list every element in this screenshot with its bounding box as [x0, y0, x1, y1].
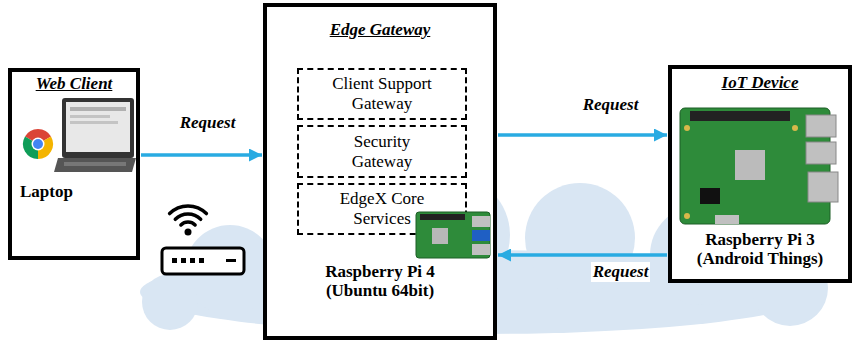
gpio-header	[690, 111, 790, 121]
edge-label: Request	[591, 262, 651, 282]
hdmi-port	[715, 215, 739, 224]
router-body	[162, 248, 244, 274]
request-arrow	[498, 253, 667, 257]
laptop-icon	[54, 98, 136, 172]
device-label: Raspberry Pi 4 (Ubuntu 64bit)	[305, 262, 455, 301]
pcb	[416, 212, 490, 258]
usb-port	[806, 142, 836, 164]
wifi-dot	[185, 229, 192, 236]
mount-hole	[792, 125, 798, 131]
laptop-base	[54, 158, 136, 172]
gateway-box: Edge GatewayRaspberry Pi 4 (Ubuntu 64bit…	[263, 3, 497, 340]
device-label: Laptop	[20, 182, 73, 202]
box-heading: Edge Gateway	[330, 20, 431, 40]
mount-hole	[684, 125, 690, 131]
raspberry-pi-4-board	[416, 212, 490, 258]
raspberry-pi-3-board	[680, 108, 838, 224]
usb-port	[472, 216, 490, 227]
logo-center	[33, 139, 43, 149]
router-light	[181, 258, 186, 263]
cloud-part	[142, 274, 198, 330]
logo-ring	[32, 138, 45, 151]
device-label: Raspberry Pi 3 (Android Things)	[680, 230, 840, 269]
request-arrow	[141, 153, 262, 157]
box-heading: Web Client	[36, 74, 113, 94]
soc-chip	[735, 150, 765, 180]
ethernet-port	[472, 244, 490, 255]
chrome-logo	[23, 129, 53, 159]
gpio-header	[420, 214, 465, 220]
screen-detail	[70, 107, 126, 111]
laptop-keyboard	[64, 162, 126, 166]
router-light	[226, 259, 236, 262]
mount-hole	[684, 213, 690, 219]
soc-chip	[432, 228, 448, 244]
service-label: EdgeX Core Services	[326, 189, 438, 228]
service-box: Client Support Gateway	[297, 68, 467, 120]
wifi-waves	[170, 206, 207, 225]
laptop-screen	[66, 102, 130, 152]
chip	[700, 188, 720, 204]
usb-port	[472, 230, 490, 241]
service-box: Security Gateway	[297, 125, 467, 178]
usb-port	[806, 115, 836, 137]
edge-label: Request	[581, 95, 641, 115]
edge-label: Request	[178, 113, 238, 133]
screen-detail	[70, 121, 118, 124]
router-icon	[162, 206, 244, 274]
screen-detail	[70, 115, 110, 118]
router-light	[172, 258, 177, 263]
service-label: Security Gateway	[326, 132, 438, 171]
ethernet-port	[808, 172, 838, 202]
router-light	[190, 258, 195, 263]
service-label: Client Support Gateway	[326, 74, 438, 113]
request-arrow	[498, 133, 667, 137]
laptop-lid	[62, 98, 134, 158]
box-heading: IoT Device	[722, 73, 799, 93]
router-light	[199, 258, 204, 263]
